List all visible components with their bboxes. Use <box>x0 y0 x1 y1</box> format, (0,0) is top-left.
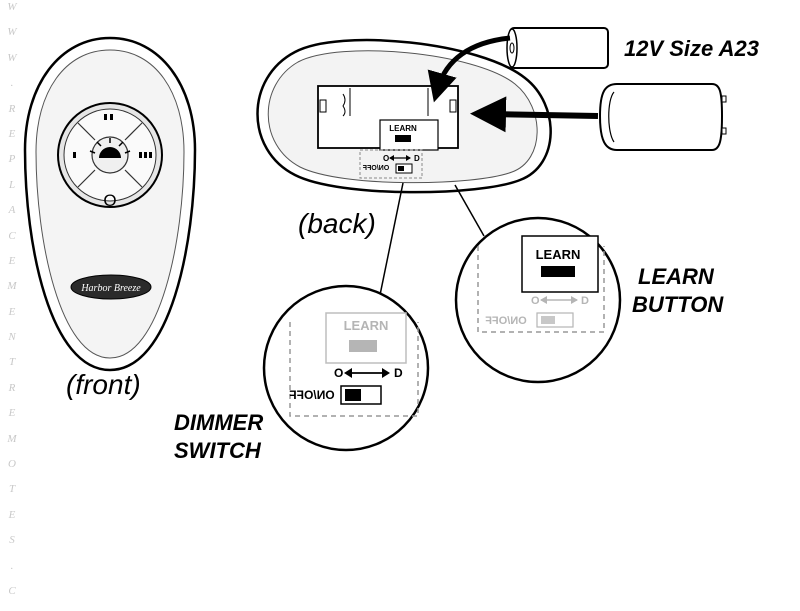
watermark-letter: R <box>8 102 16 115</box>
attach-cover-arrow <box>470 96 599 133</box>
speed-low-button[interactable] <box>73 152 76 158</box>
light-button-icon[interactable] <box>89 138 131 158</box>
dimmer-callout-line2: SWITCH <box>174 438 261 463</box>
watermark-letter: S <box>9 534 15 547</box>
watermark-letter: O <box>8 458 16 471</box>
insert-battery-arrow <box>427 35 511 103</box>
watermark-letter: T <box>8 356 16 369</box>
watermark-letter: M <box>7 432 17 445</box>
battery-a23 <box>506 27 609 69</box>
power-button[interactable]: O <box>103 191 116 210</box>
watermark-letter: W <box>7 26 17 39</box>
back-learn-button[interactable] <box>395 135 411 142</box>
watermark-letter: E <box>8 407 16 420</box>
watermark-letter: R <box>8 381 16 394</box>
watermark-letter: E <box>8 254 16 267</box>
watermark-letter: M <box>7 280 17 293</box>
back-switch-end-o: O <box>383 154 389 163</box>
zoom-learn-end-o: O <box>531 295 540 307</box>
zoom-learn-end-d: D <box>581 295 589 307</box>
dimmer-callout-line1: DIMMER <box>174 410 264 435</box>
back-switch-label: ON/OFF <box>362 165 389 172</box>
learn-callout-line <box>454 184 485 237</box>
zoom-learn-button: LEARN O D ON/OFF <box>454 216 622 384</box>
watermark-letter: T <box>8 483 16 496</box>
back-label: (back) <box>298 208 376 239</box>
zoom-dimmer-learn-label: LEARN <box>344 318 389 333</box>
watermark-letter: E <box>8 127 16 140</box>
learn-callout-line1: LEARN <box>638 264 714 289</box>
remote-back: LEARN O D ON/OFF <box>256 38 552 194</box>
speed-medium-button[interactable] <box>104 114 113 120</box>
watermark-letter: C <box>8 229 16 242</box>
watermark-letter: L <box>8 178 16 191</box>
speed-high-button[interactable] <box>139 152 152 158</box>
watermark-letter: W <box>7 1 17 13</box>
zoom-dimmer-switch: LEARN O D ON/OFF <box>262 284 430 452</box>
front-label: (front) <box>66 369 141 400</box>
watermark-letter: N <box>8 331 16 344</box>
svg-text:Harbor Breeze: Harbor Breeze <box>80 283 141 294</box>
watermark-letter: W <box>7 51 17 64</box>
watermark-letter: P <box>8 153 16 166</box>
remote-diagram: O Harbor Breeze LEARN O D ON/OFF <box>23 27 727 452</box>
dimmer-callout-line <box>379 182 404 296</box>
back-switch-end-d: D <box>414 154 420 163</box>
zoom-learn-button-key[interactable] <box>541 266 575 277</box>
watermark-letter: E <box>8 305 16 318</box>
learn-callout-line2: BUTTON <box>632 292 724 317</box>
brand-logo: Harbor Breeze <box>70 274 152 300</box>
zoom-learn-switch-label: ON/OFF <box>485 315 527 327</box>
watermark-letter: . <box>10 77 14 90</box>
watermark-letter: C <box>8 584 16 597</box>
back-learn-label: LEARN <box>389 124 417 133</box>
compartment-cover <box>598 83 727 151</box>
zoom-dimmer-switch-label: ON/OFF <box>289 388 334 402</box>
remote-front: O Harbor Breeze <box>23 36 197 372</box>
battery-label: 12V Size A23 <box>624 36 759 61</box>
zoom-dimmer-end-o: O <box>334 366 343 380</box>
watermark-letter: A <box>8 204 16 217</box>
zoom-learn-label: LEARN <box>536 247 581 262</box>
watermark-letter: . <box>10 559 14 572</box>
watermark-letter: E <box>8 508 16 521</box>
zoom-dimmer-end-d: D <box>394 366 403 380</box>
